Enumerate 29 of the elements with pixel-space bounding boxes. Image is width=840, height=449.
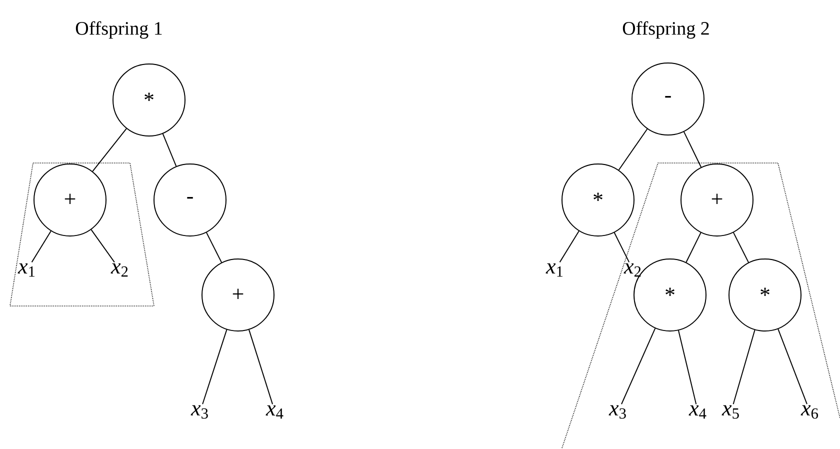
variable-label: x$_{4}$: [266, 405, 284, 419]
variable-label: x$_{2}$: [624, 263, 641, 277]
variable-label: x$_{3}$: [190, 405, 208, 419]
tree-title: Offspring 1: [76, 21, 162, 39]
tree-branch: [31, 230, 52, 263]
tree-branch: [683, 131, 702, 168]
variable-label: x$_{4}$: [688, 405, 706, 419]
tree-branch: [686, 232, 702, 263]
tree-branch: [618, 128, 648, 170]
tree-branch: [778, 328, 808, 405]
tree-branch: [206, 232, 222, 263]
tree-title: Offspring 2: [622, 21, 709, 39]
variable-label: x$_{5}$: [722, 405, 739, 419]
tree-branch: [732, 232, 750, 263]
variable-label: x$_{1}$: [546, 263, 563, 277]
tree-branch: [202, 329, 228, 405]
variable-label: x$_{2}$: [110, 263, 128, 277]
tree-branch: [248, 329, 274, 405]
variable-label: x$_{3}$: [608, 405, 626, 419]
tree-branch: [162, 133, 177, 167]
tree-branch: [90, 229, 115, 263]
tree-branch: [614, 232, 630, 263]
tree-branch: [92, 128, 127, 172]
tree-branch: [621, 328, 656, 405]
tree-branch: [678, 330, 697, 405]
variable-label: x$_{1}$: [18, 263, 35, 277]
variable-label: x$_{6}$: [800, 405, 818, 419]
tree-branch: [732, 330, 756, 405]
tree-branch: [559, 230, 580, 263]
